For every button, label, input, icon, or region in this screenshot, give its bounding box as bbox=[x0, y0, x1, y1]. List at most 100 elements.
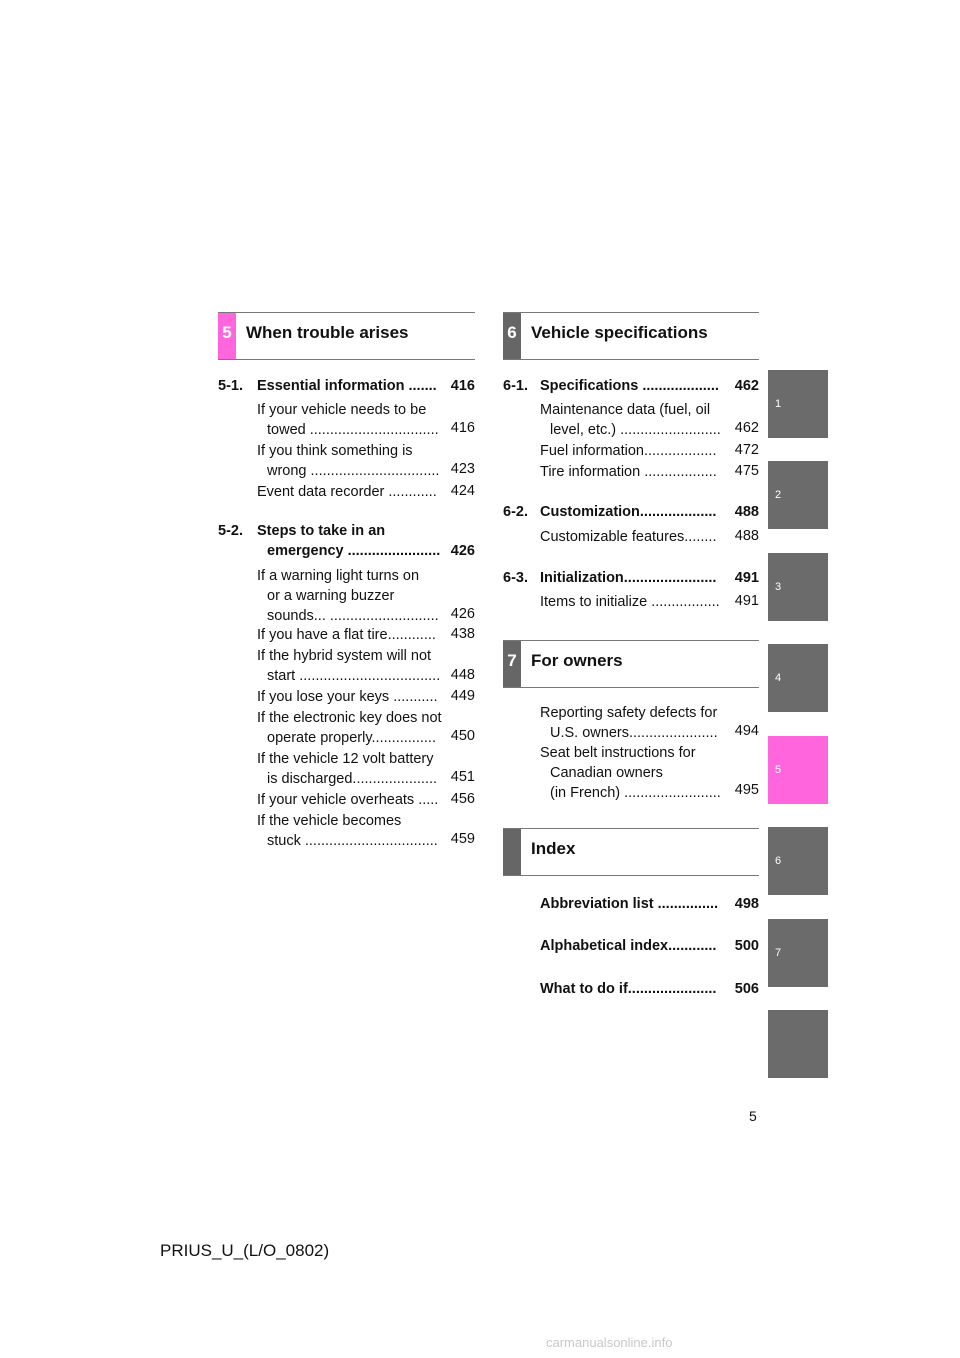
entry-line: Seat belt instructions for bbox=[540, 745, 696, 761]
toc-entry-warning-light[interactable]: If a warning light turns on or a warning… bbox=[257, 566, 439, 626]
tab-3[interactable]: 3 bbox=[768, 553, 828, 621]
tab-index[interactable] bbox=[768, 1010, 828, 1078]
entry-line: sounds... ........................... bbox=[267, 608, 439, 624]
toc-label-5-2: 5-2. bbox=[218, 523, 243, 539]
toc-title-6-2[interactable]: Customization................... bbox=[540, 504, 717, 520]
entry-line: stuck ................................. bbox=[267, 833, 438, 849]
toc-what-to-do-if[interactable]: What to do if...................... bbox=[540, 981, 717, 997]
index-header: Index bbox=[503, 828, 759, 876]
entry-line: Reporting safety defects for bbox=[540, 705, 718, 721]
entry-line: towed ................................ bbox=[267, 422, 439, 438]
section-7-number: 7 bbox=[503, 641, 521, 687]
tab-6[interactable]: 6 bbox=[768, 827, 828, 895]
toc-entry-stuck[interactable]: If the vehicle becomes stuck ...........… bbox=[257, 811, 438, 851]
toc-page-450[interactable]: 450 bbox=[450, 728, 475, 744]
toc-entry-something-wrong[interactable]: If you think something is wrong ........… bbox=[257, 441, 439, 481]
tab-2[interactable]: 2 bbox=[768, 461, 828, 529]
toc-page-472[interactable]: 472 bbox=[734, 442, 759, 458]
toc-page-416[interactable]: 416 bbox=[450, 420, 475, 436]
toc-page-424[interactable]: 424 bbox=[450, 483, 475, 499]
toc-page-498[interactable]: 498 bbox=[734, 896, 759, 912]
toc-page-6-2[interactable]: 488 bbox=[734, 504, 759, 520]
entry-line: If the electronic key does not bbox=[257, 710, 442, 726]
toc-entry-items-to-initialize[interactable]: Items to initialize ................. bbox=[540, 594, 720, 610]
toc-page-456[interactable]: 456 bbox=[450, 791, 475, 807]
toc-page-500[interactable]: 500 bbox=[734, 938, 759, 954]
toc-page-449[interactable]: 449 bbox=[450, 688, 475, 704]
section-7-title: For owners bbox=[531, 651, 623, 670]
toc-page-451[interactable]: 451 bbox=[450, 769, 475, 785]
toc-page-491[interactable]: 491 bbox=[734, 593, 759, 609]
toc-abbreviation-list[interactable]: Abbreviation list ............... bbox=[540, 896, 719, 912]
tab-4[interactable]: 4 bbox=[768, 644, 828, 712]
toc-entry-battery-discharged[interactable]: If the vehicle 12 volt battery is discha… bbox=[257, 749, 437, 789]
toc-title-5-2: Steps to take in an emergency ..........… bbox=[257, 521, 440, 561]
toc-entry-event-data-recorder[interactable]: Event data recorder ............ bbox=[257, 484, 437, 500]
toc-page-462[interactable]: 462 bbox=[734, 420, 759, 436]
tab-label: 3 bbox=[775, 581, 782, 593]
toc-page-438[interactable]: 438 bbox=[450, 626, 475, 642]
toc-page-448[interactable]: 448 bbox=[450, 667, 475, 683]
document-id: PRIUS_U_(L/O_0802) bbox=[160, 1241, 330, 1260]
toc-entry-hybrid-not-start[interactable]: If the hybrid system will not start ....… bbox=[257, 646, 440, 686]
toc-entry-maintenance-data[interactable]: Maintenance data (fuel, oil level, etc.)… bbox=[540, 400, 721, 440]
section-5-title: When trouble arises bbox=[246, 323, 409, 342]
toc-entry-seat-belt[interactable]: Seat belt instructions for Canadian owne… bbox=[540, 743, 721, 803]
tab-label: 4 bbox=[775, 672, 782, 684]
tab-label: 5 bbox=[775, 764, 782, 776]
toc-page-423[interactable]: 423 bbox=[450, 461, 475, 477]
section-7-header: 7 For owners bbox=[503, 640, 759, 688]
section-6-title: Vehicle specifications bbox=[531, 323, 708, 342]
toc-page-475[interactable]: 475 bbox=[734, 463, 759, 479]
toc-page-488[interactable]: 488 bbox=[734, 528, 759, 544]
tab-1[interactable]: 1 bbox=[768, 370, 828, 438]
toc-entry-electronic-key[interactable]: If the electronic key does not operate p… bbox=[257, 708, 442, 748]
toc-page-426[interactable]: 426 bbox=[450, 606, 475, 622]
toc-page-6-3[interactable]: 491 bbox=[734, 570, 759, 586]
tab-label: 2 bbox=[775, 489, 782, 501]
toc-page-506[interactable]: 506 bbox=[734, 981, 759, 997]
toc-entry-customizable-features[interactable]: Customizable features........ bbox=[540, 529, 717, 545]
entry-line: (in French) ........................ bbox=[550, 785, 721, 801]
tab-7[interactable]: 7 bbox=[768, 919, 828, 987]
toc-page-495[interactable]: 495 bbox=[734, 782, 759, 798]
section-6-header: 6 Vehicle specifications bbox=[503, 312, 759, 360]
section-5-header: 5 When trouble arises bbox=[218, 312, 475, 360]
toc-entry-lose-keys[interactable]: If you lose your keys ........... bbox=[257, 689, 438, 705]
toc-page-5-2[interactable]: 426 bbox=[450, 543, 475, 559]
toc-entry-reporting-safety[interactable]: Reporting safety defects for U.S. owners… bbox=[540, 703, 718, 743]
toc-entry-fuel-information[interactable]: Fuel information.................. bbox=[540, 443, 717, 459]
toc-entry-tire-information[interactable]: Tire information .................. bbox=[540, 464, 717, 480]
entry-line: or a warning buzzer bbox=[267, 588, 395, 604]
index-title: Index bbox=[531, 839, 576, 858]
toc-title-6-3[interactable]: Initialization....................... bbox=[540, 570, 717, 586]
entry-line: If the vehicle 12 volt battery bbox=[257, 751, 434, 767]
toc-label-6-1: 6-1. bbox=[503, 378, 528, 394]
toc-label-6-2: 6-2. bbox=[503, 504, 528, 520]
toc-page-5-1[interactable]: 416 bbox=[450, 378, 475, 394]
tab-5-active[interactable]: 5 bbox=[768, 736, 828, 804]
toc-title-5-1: Essential information ....... bbox=[257, 378, 437, 394]
toc-title-6-1[interactable]: Specifications ................... bbox=[540, 378, 719, 394]
entry-line: level, etc.) ......................... bbox=[550, 422, 721, 438]
entry-line: Steps to take in an bbox=[257, 523, 386, 539]
entry-line: is discharged..................... bbox=[267, 771, 438, 787]
entry-line: wrong ................................ bbox=[267, 463, 440, 479]
toc-alphabetical-index[interactable]: Alphabetical index............ bbox=[540, 938, 717, 954]
entry-line: If a warning light turns on bbox=[257, 568, 420, 584]
entry-line: Canadian owners bbox=[550, 765, 663, 781]
page-number: 5 bbox=[749, 1108, 757, 1124]
toc-entry-needs-towed[interactable]: If your vehicle needs to be towed ......… bbox=[257, 400, 439, 440]
tab-label: 1 bbox=[775, 398, 782, 410]
toc-entry-overheats[interactable]: If your vehicle overheats ..... bbox=[257, 792, 439, 808]
toc-page-6-1[interactable]: 462 bbox=[734, 378, 759, 394]
entry-line: emergency ....................... bbox=[267, 543, 441, 559]
entry-line: Maintenance data (fuel, oil bbox=[540, 402, 711, 418]
toc-page-459[interactable]: 459 bbox=[450, 831, 475, 847]
toc-entry-flat-tire[interactable]: If you have a flat tire............ bbox=[257, 627, 436, 643]
tab-label: 6 bbox=[775, 855, 782, 867]
toc-page-494[interactable]: 494 bbox=[734, 723, 759, 739]
entry-line: If your vehicle needs to be bbox=[257, 402, 427, 418]
tab-label: 7 bbox=[775, 947, 782, 959]
watermark: carmanualsonline.info bbox=[546, 1335, 673, 1350]
